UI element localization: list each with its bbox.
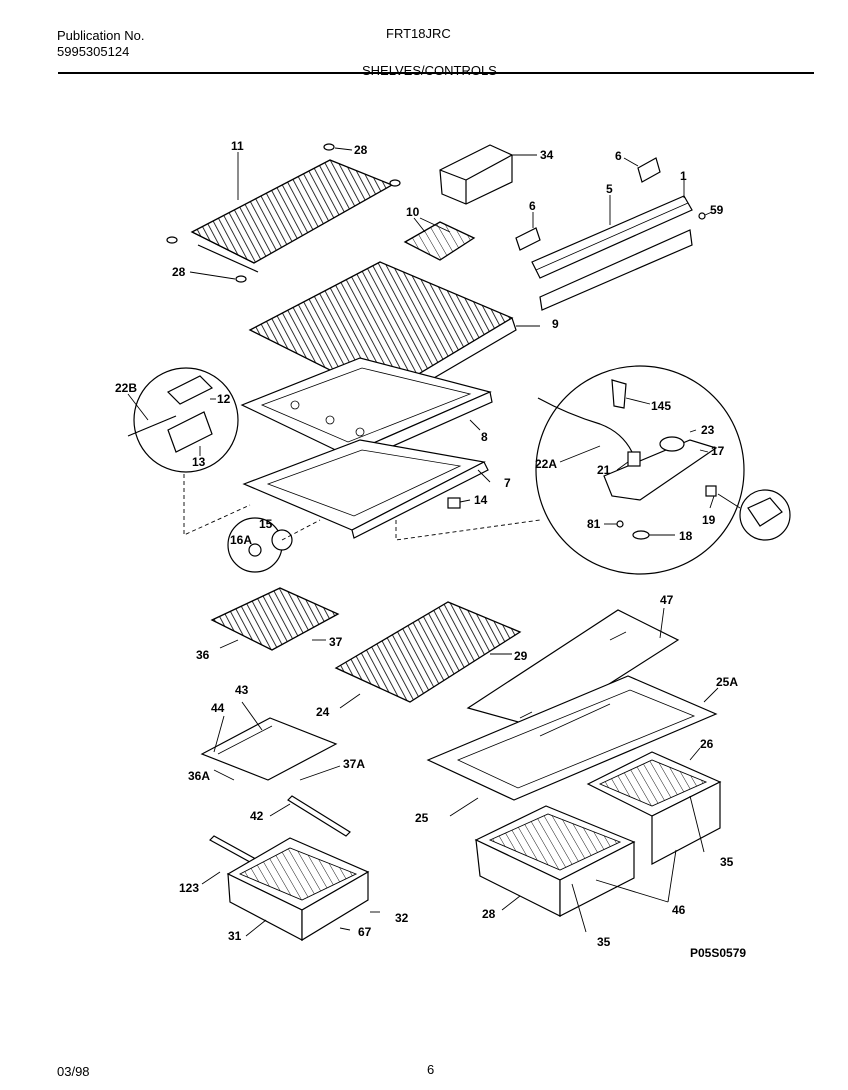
callout-81: 81 <box>587 517 601 531</box>
switch-part <box>447 497 471 509</box>
section-title: SHELVES/CONTROLS <box>362 63 497 78</box>
callout-47: 47 <box>660 593 674 607</box>
publication-label: Publication No. <box>57 28 145 43</box>
callout-5: 5 <box>606 182 613 196</box>
callout-21: 21 <box>597 463 611 477</box>
callout-35: 35 <box>597 935 611 949</box>
callout-29: 29 <box>514 649 528 663</box>
crisper-cover-frame-part <box>426 675 719 817</box>
left-crisper-drawer-part <box>226 837 380 942</box>
callout-28: 28 <box>172 265 186 279</box>
callout-6: 6 <box>529 199 536 213</box>
callout-36: 36 <box>196 648 210 662</box>
callout-59: 59 <box>710 203 724 217</box>
callout-46: 46 <box>672 903 686 917</box>
right-detail-circle <box>395 365 745 575</box>
callout-145: 145 <box>651 399 671 413</box>
diagram-code: P05S0579 <box>690 946 746 960</box>
callout-34: 34 <box>540 148 554 162</box>
callout-123: 123 <box>179 881 199 895</box>
callout-16a: 16A <box>230 533 252 547</box>
freezer-wire-shelf-part <box>190 152 394 273</box>
callout-22a: 22A <box>535 457 557 471</box>
callout-7: 7 <box>504 476 511 490</box>
header-rule <box>58 72 814 74</box>
callout-28: 28 <box>482 907 496 921</box>
small-wire-shelf-part <box>210 587 340 651</box>
callout-23: 23 <box>701 423 715 437</box>
callout-32: 32 <box>395 911 409 925</box>
right-crisper-drawer-parts <box>474 747 722 933</box>
callout-31: 31 <box>228 929 242 943</box>
callout-24: 24 <box>316 705 330 719</box>
callout-37a: 37A <box>343 757 365 771</box>
callout-17: 17 <box>711 444 725 458</box>
large-wire-shelf-part <box>334 601 522 709</box>
callout-42: 42 <box>250 809 264 823</box>
callout-11: 11 <box>231 139 244 153</box>
ice-bucket-part <box>439 144 537 205</box>
callout-6: 6 <box>615 149 622 163</box>
callout-15: 15 <box>259 517 273 531</box>
callout-13: 13 <box>192 455 206 469</box>
divider-pan-part <box>242 439 491 539</box>
callout-43: 43 <box>235 683 249 697</box>
far-right-detail-circle <box>717 489 791 541</box>
left-detail-circle <box>127 367 251 536</box>
glass-panel-part <box>466 607 680 729</box>
callout-35: 35 <box>720 855 734 869</box>
shelf-clip-parts <box>166 143 401 283</box>
callout-67: 67 <box>358 925 372 939</box>
footer-date: 03/98 <box>57 1064 90 1079</box>
callout-44: 44 <box>211 701 225 715</box>
callout-1: 1 <box>680 169 687 183</box>
callout-28: 28 <box>354 143 368 157</box>
callout-22b: 22B <box>115 381 137 395</box>
bracket-parts <box>515 157 661 251</box>
ice-tray-part <box>403 217 476 261</box>
callout-26: 26 <box>700 737 714 751</box>
callout-10: 10 <box>406 205 420 219</box>
callout-18: 18 <box>679 529 693 543</box>
callout-9: 9 <box>552 317 559 331</box>
callout-36a: 36A <box>188 769 210 783</box>
small-glass-shelf-part <box>200 701 341 781</box>
control-rail-parts <box>531 180 713 311</box>
callout-labels: 11 28 34 6 1 5 59 10 6 28 9 22B 12 13 8 … <box>115 139 746 960</box>
callout-19: 19 <box>702 513 716 527</box>
callout-8: 8 <box>481 430 488 444</box>
bulb-detail-circle <box>227 517 321 573</box>
callout-14: 14 <box>474 493 488 507</box>
publication-number: 5995305124 <box>57 44 130 59</box>
callout-25a: 25A <box>716 675 738 689</box>
model-number: FRT18JRC <box>386 26 451 41</box>
callout-12: 12 <box>217 392 231 406</box>
callout-25: 25 <box>415 811 429 825</box>
footer-page-number: 6 <box>427 1062 435 1077</box>
callout-37: 37 <box>329 635 343 649</box>
